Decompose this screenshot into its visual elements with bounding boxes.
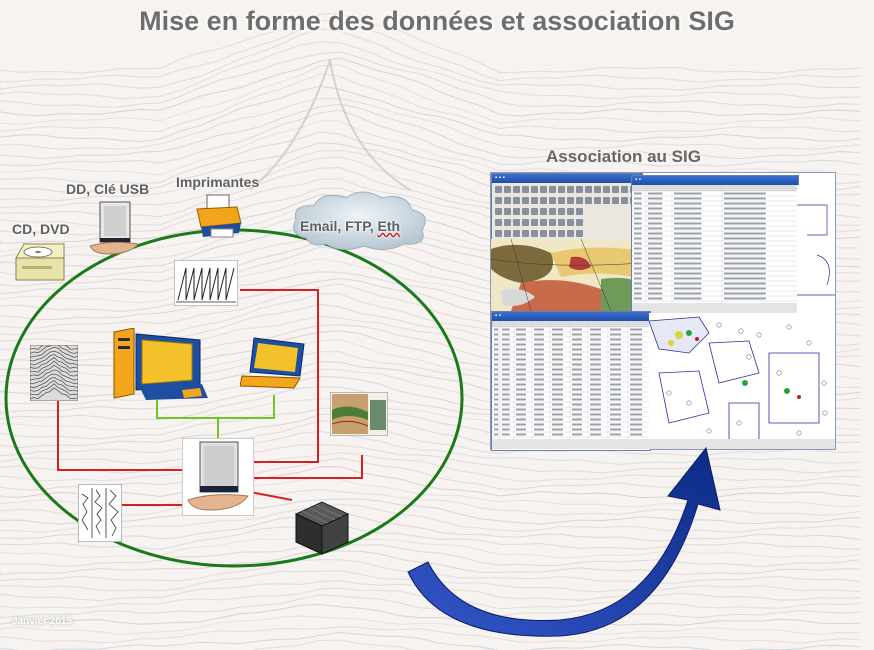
attributes-table-grid [632, 185, 798, 313]
seismic-record-thumbnail [174, 260, 238, 306]
association-arrow [407, 446, 721, 637]
wells-attributes-window: ▪ ▪ [491, 311, 651, 451]
attributes-table-titlebar: ▪ ▪ [632, 176, 798, 185]
green-links [156, 395, 275, 440]
label-network-eth: Eth [377, 218, 401, 234]
arcmap-titlebar: ▪ ▪ ▪ [492, 174, 642, 183]
association-label: Association au SIG [546, 147, 701, 166]
footer-date: Janvier 2015 [12, 616, 73, 627]
label-network: Email, FTP, Eth [300, 218, 400, 234]
interpreted-section-thumbnail [330, 392, 388, 436]
red-links [57, 289, 363, 506]
arcmap-toolbar [492, 183, 642, 243]
wells-attributes-grid [492, 321, 650, 449]
desktop-computer-icon [113, 328, 208, 400]
slide-title: Mise en forme des données et association… [139, 6, 735, 36]
external-drive-icon [90, 201, 139, 255]
arcmap-window: ▪ ▪ ▪ [491, 173, 643, 245]
label-cd-dvd: CD, DVD [12, 221, 70, 237]
cloud-icon [293, 191, 426, 250]
attributes-table-window: ▪ ▪ [631, 175, 799, 315]
seismic-section-thumbnail [30, 345, 78, 401]
wells-attributes-titlebar: ▪ ▪ [492, 312, 650, 321]
gis-screenshot-composite: ▪ ▪ ▪ ▪ ▪ [490, 172, 836, 451]
well-log-thumbnail [78, 484, 122, 542]
label-dd-usb: DD, Clé USB [66, 181, 150, 197]
central-storage-icon [182, 438, 254, 516]
basemap-strip [797, 185, 835, 313]
label-network-prefix: Email, FTP, [300, 218, 378, 234]
wells-map [649, 313, 835, 449]
cd-drive-icon [15, 243, 65, 281]
seismic-cube-icon [294, 501, 350, 555]
printer-icon [196, 194, 242, 238]
laptop-icon [240, 337, 305, 389]
label-printers: Imprimantes [176, 174, 260, 190]
geology-map [491, 239, 643, 311]
